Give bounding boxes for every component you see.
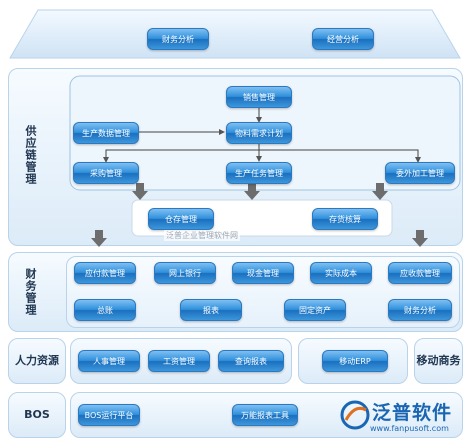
logo-mark-icon xyxy=(340,400,370,430)
receivables-button[interactable]: 应收款管理 xyxy=(388,262,452,284)
logo-text: 泛普软件 xyxy=(372,402,453,424)
top-analysis-panel xyxy=(9,9,461,59)
hr-label-panel xyxy=(8,338,66,384)
inventory-accounting-button[interactable]: 存货核算 xyxy=(312,208,378,230)
mobile-business-label: 移动商务 xyxy=(416,354,461,367)
outsourcing-button[interactable]: 委外加工管理 xyxy=(385,162,455,184)
online-banking-button[interactable]: 网上银行 xyxy=(154,262,216,284)
mobile-business-panel xyxy=(414,338,463,384)
bos-label-panel xyxy=(8,392,66,438)
bos-label: BOS xyxy=(24,408,50,421)
production-tasks-button[interactable]: 生产任务管理 xyxy=(226,162,292,184)
production-data-button[interactable]: 生产数据管理 xyxy=(73,122,139,144)
arrow-mrp-to-purchasing xyxy=(103,149,259,163)
mrp-button[interactable]: 物料需求计划 xyxy=(226,122,292,144)
supply-chain-label: 供应链管理 xyxy=(24,125,37,185)
report-tool-button[interactable]: 万能报表工具 xyxy=(232,404,298,426)
hr-label: 人力资源 xyxy=(15,354,59,367)
payables-button[interactable]: 应付款管理 xyxy=(74,262,136,284)
finance-label: 财务管理 xyxy=(24,268,37,316)
logo-url: www.fanpusoft.com xyxy=(370,424,449,433)
cash-management-button[interactable]: 现金管理 xyxy=(232,262,294,284)
query-reports-button[interactable]: 查询报表 xyxy=(218,350,284,372)
bos-platform-button[interactable]: BOS运行平台 xyxy=(78,404,140,426)
down-arrows xyxy=(91,183,428,247)
watermark-overlay-text: 泛普企业管理软件网 xyxy=(164,230,240,241)
sales-management-button[interactable]: 销售管理 xyxy=(226,86,292,108)
operations-analysis-button[interactable]: 经营分析 xyxy=(312,28,374,50)
actual-cost-button[interactable]: 实际成本 xyxy=(310,262,372,284)
arrow-mrp-to-outsourcing xyxy=(259,149,421,163)
financial-analysis-button[interactable]: 财务分析 xyxy=(388,299,452,321)
reports-button[interactable]: 报表 xyxy=(180,299,242,321)
purchasing-button[interactable]: 采购管理 xyxy=(73,162,139,184)
fanpu-logo: 泛普软件 www.fanpusoft.com xyxy=(340,396,466,442)
payroll-button[interactable]: 工资管理 xyxy=(148,350,210,372)
mobile-erp-button[interactable]: 移动ERP xyxy=(322,350,388,372)
warehouse-button[interactable]: 仓存管理 xyxy=(148,208,214,230)
fixed-assets-button[interactable]: 固定资产 xyxy=(284,299,346,321)
finance-analysis-button[interactable]: 财务分析 xyxy=(147,28,209,50)
personnel-button[interactable]: 人事管理 xyxy=(78,350,140,372)
general-ledger-button[interactable]: 总账 xyxy=(74,299,136,321)
